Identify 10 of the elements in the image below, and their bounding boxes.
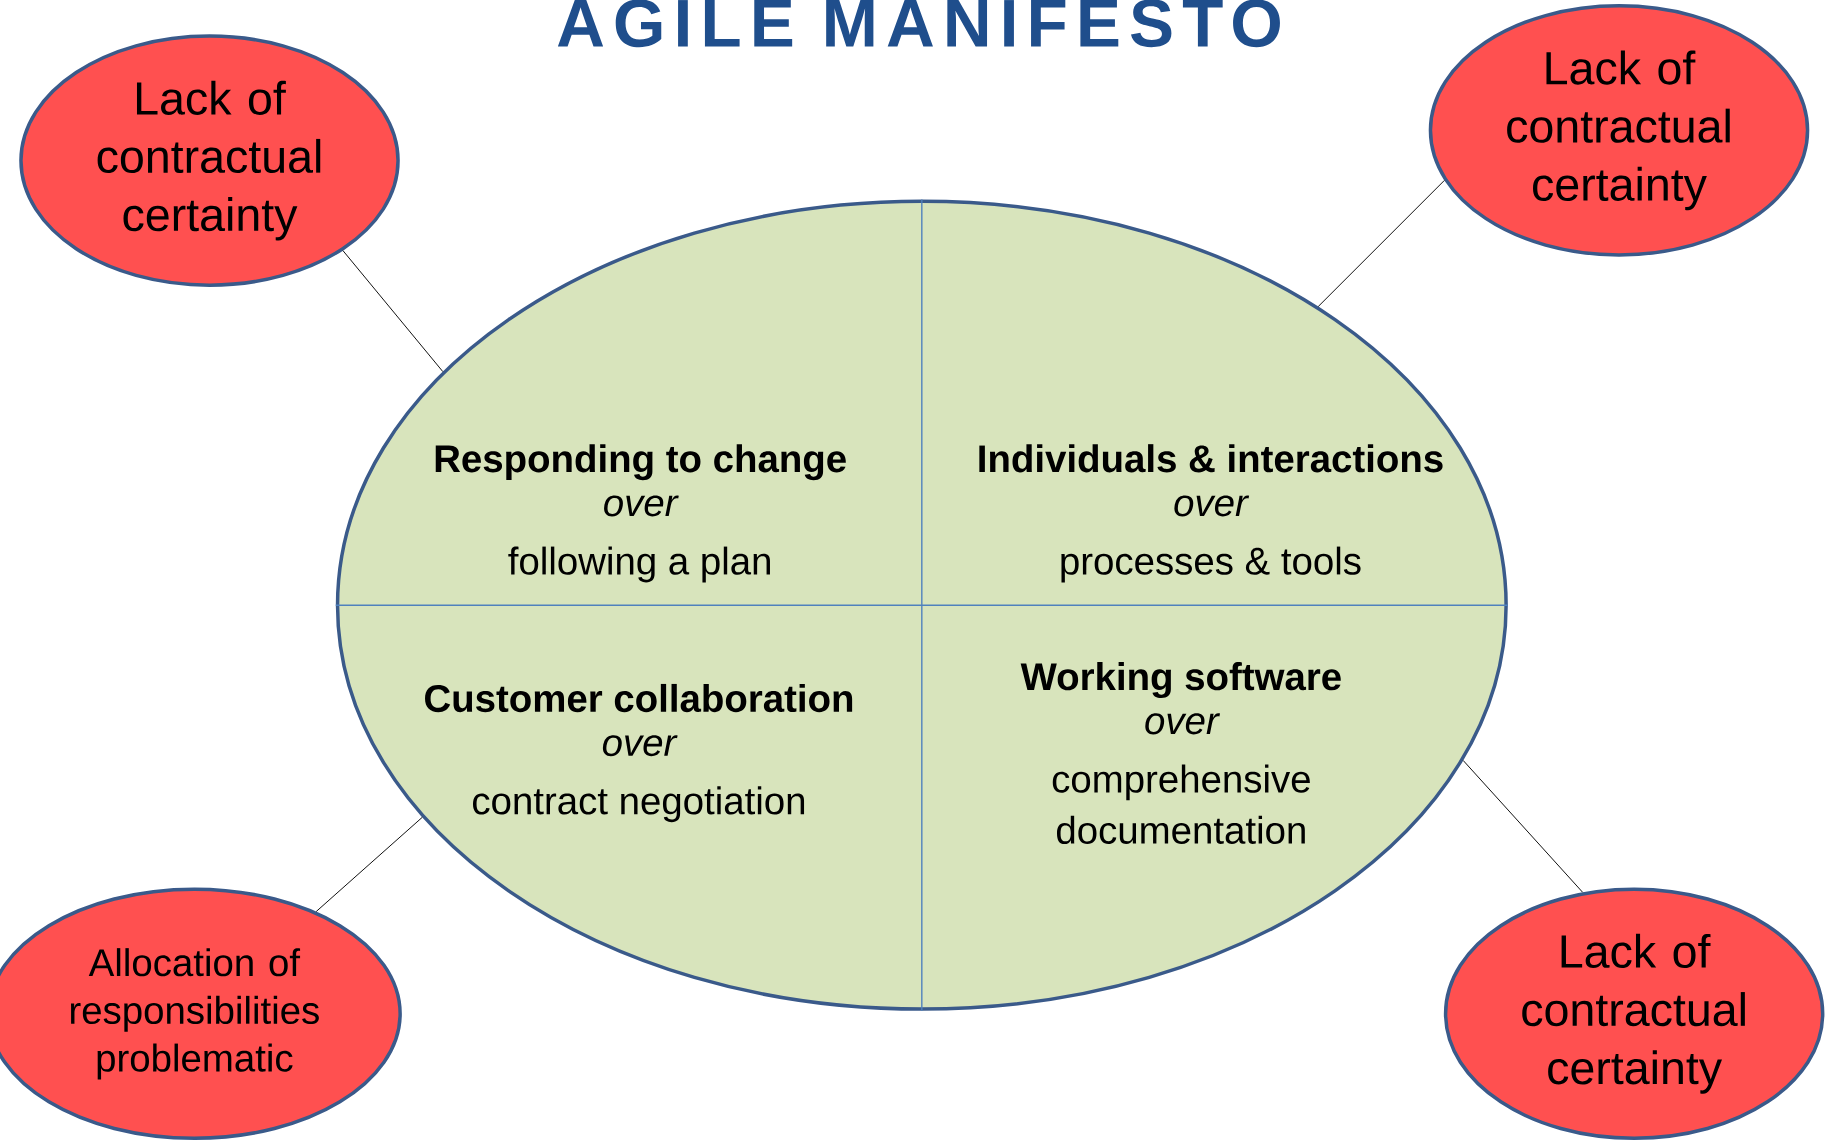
ellipse-shape bbox=[335, 199, 1508, 1011]
value-statement: Individuals & interactions over processes & tools bbox=[979, 444, 1443, 583]
leader-line bbox=[1317, 180, 1445, 308]
value-statement: Responding to change over following a plan bbox=[435, 444, 846, 583]
leader-line bbox=[1462, 760, 1584, 893]
title: AGILE MANIFESTO bbox=[557, 0, 1280, 48]
value-statement: Customer collaboration over contract negotiation bbox=[425, 684, 853, 823]
value-statement: Working software over comprehensive documentation bbox=[1020, 662, 1341, 845]
leader-line bbox=[342, 250, 444, 373]
leader-line bbox=[315, 816, 423, 913]
